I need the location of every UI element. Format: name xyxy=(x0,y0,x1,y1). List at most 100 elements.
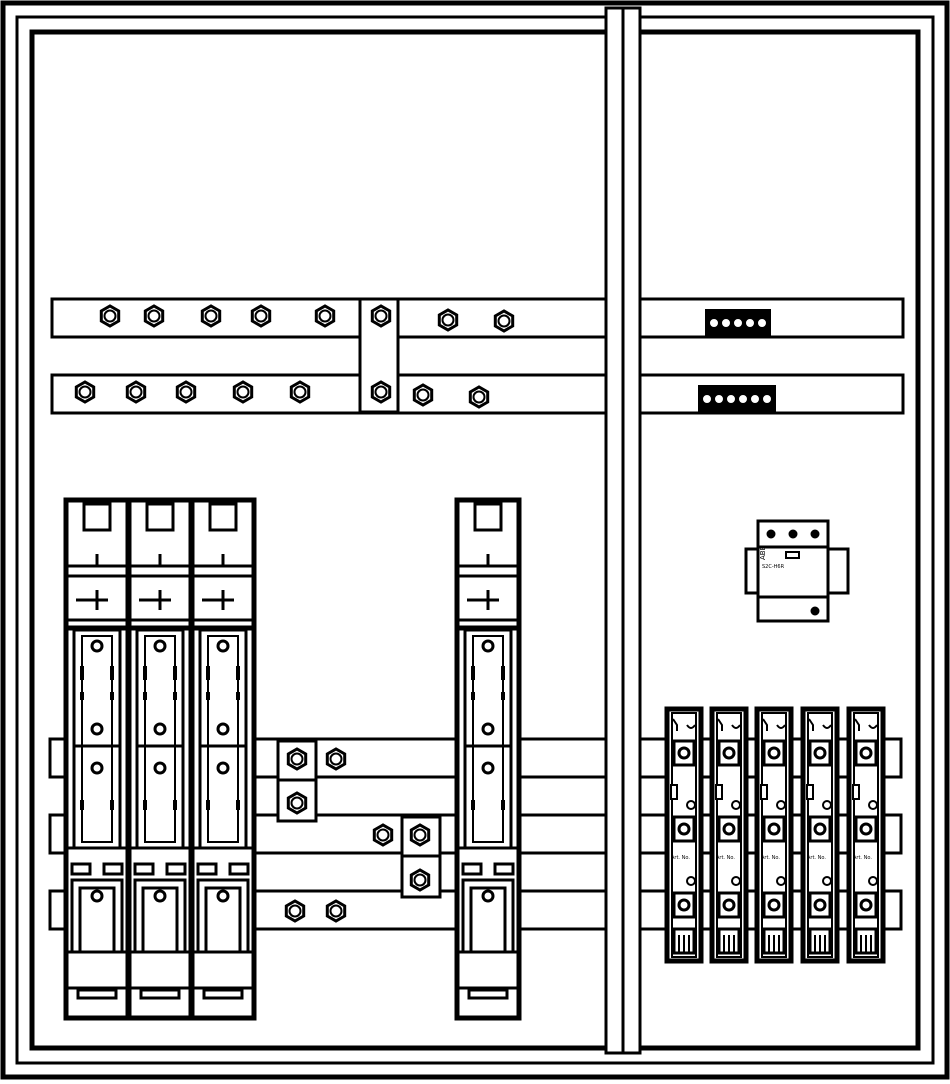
upper-bolt-9 xyxy=(74,380,96,404)
lower-bolt-2-washer xyxy=(329,752,343,766)
fuse-switch-3 xyxy=(189,497,257,1021)
fuse-base-1: Art. No. xyxy=(664,706,704,964)
upper-bolt-4-washer xyxy=(254,309,268,323)
fuse-base-5-latch xyxy=(852,784,860,800)
din-device-terminal-3 xyxy=(810,529,820,539)
fuse-base-4-contact-2 xyxy=(813,822,827,836)
lower-bolt-5 xyxy=(409,823,431,847)
upper-bolt-5-washer xyxy=(318,309,332,323)
upper-bolt-13 xyxy=(289,380,311,404)
fuse-base-2-contact-2 xyxy=(722,822,736,836)
lower-bolt-4-washer xyxy=(376,828,390,842)
terminal-block-2-screw-3 xyxy=(725,393,737,405)
terminal-block-1 xyxy=(705,309,771,337)
fuse-base-5-contact-2 xyxy=(859,822,873,836)
lower-bolt-5-washer xyxy=(413,828,427,842)
terminal-block-1-screw-2 xyxy=(720,317,732,329)
lower-bolt-6 xyxy=(409,868,431,892)
fuse-base-1-contact-1 xyxy=(677,746,691,760)
din-device-terminal-4 xyxy=(810,606,820,616)
fuse-base-4-caption: Art. No. xyxy=(807,855,826,861)
fuse-switch-4-bottom-contact xyxy=(481,889,495,903)
fuse-base-2: Art. No. xyxy=(709,706,749,964)
fuse-switch-1-foot xyxy=(76,988,118,1000)
fuse-switch-4-foot xyxy=(467,988,509,1000)
vertical-rail xyxy=(604,6,642,1055)
fuse-base-1-contact-3 xyxy=(677,898,691,912)
fuse-base-3-hook-r xyxy=(776,724,786,729)
lower-bolt-7-washer xyxy=(288,904,302,918)
fuse-switch-2-bottom-contact xyxy=(153,889,167,903)
fuse-base-4-latch xyxy=(806,784,814,800)
fuse-switch-2-fuse-link-inner xyxy=(144,635,176,843)
fuse-switch-3-contact-3 xyxy=(216,761,230,775)
fuse-switch-1-contact-1 xyxy=(90,639,104,653)
upper-bolt-3 xyxy=(200,304,222,328)
fuse-base-4-contact-3 xyxy=(813,898,827,912)
fuse-switch-4-tab-left xyxy=(461,862,483,876)
upper-bolt-7 xyxy=(437,308,459,332)
upper-bolt-1-washer xyxy=(103,309,117,323)
upper-bolt-14 xyxy=(370,380,392,404)
fuse-switch-3-top-terminal xyxy=(208,502,238,532)
terminal-block-2-screw-5 xyxy=(749,393,761,405)
upper-bolt-9-washer xyxy=(78,385,92,399)
fuse-base-2-aux-1 xyxy=(731,800,741,810)
terminal-block-1-screw-5 xyxy=(756,317,768,329)
fuse-switch-4-tab-right xyxy=(493,862,515,876)
din-device-terminal-1 xyxy=(766,529,776,539)
terminal-blocks xyxy=(698,309,776,413)
lower-bolt-4 xyxy=(372,823,394,847)
fuse-base-2-contact-1 xyxy=(722,746,736,760)
fuse-base-5-hook-l xyxy=(854,718,860,731)
fuse-base-1-aux-2 xyxy=(686,876,696,886)
fuse-base-1-hook-r xyxy=(686,724,696,729)
fuse-switch-3-contact-2 xyxy=(216,722,230,736)
upper-bolt-8-washer xyxy=(497,314,511,328)
upper-bolt-4 xyxy=(250,304,272,328)
fuse-base-2-hook-l xyxy=(717,718,723,731)
fuse-base-2-contact-3 xyxy=(722,898,736,912)
upper-bolt-2-washer xyxy=(147,309,161,323)
lower-bolt-7 xyxy=(284,899,306,923)
fuse-base-4-aux-2 xyxy=(822,876,832,886)
upper-bolt-13-washer xyxy=(293,385,307,399)
fuse-base-3-caption: Art. No. xyxy=(761,855,780,861)
fuse-base-5-contact-3 xyxy=(859,898,873,912)
fuse-switch-3-bottom-contact xyxy=(216,889,230,903)
fuse-switch-3-tab-left xyxy=(196,862,218,876)
fuse-switch-2-top-terminal xyxy=(145,502,175,532)
fuse-switch-1-contact-3 xyxy=(90,761,104,775)
fuse-switch-2-tab-right xyxy=(165,862,187,876)
lower-bolt-1-washer xyxy=(290,752,304,766)
upper-bolt-3-washer xyxy=(204,309,218,323)
fuse-base-3: Art. No. xyxy=(754,706,794,964)
fuse-base-4-contact-1 xyxy=(813,746,827,760)
fuse-base-2-aux-2 xyxy=(731,876,741,886)
fuse-switch-3-foot xyxy=(202,988,244,1000)
lower-bolt-2 xyxy=(325,747,347,771)
fuse-switch-3-tab-right xyxy=(228,862,250,876)
fuse-base-5-hook-r xyxy=(868,724,878,729)
upper-bolt-15-washer xyxy=(416,388,430,402)
terminal-block-2-screw-6 xyxy=(761,393,773,405)
upper-bolt-1 xyxy=(99,304,121,328)
fuse-base-4-aux-1 xyxy=(822,800,832,810)
fuse-base-3-contact-3 xyxy=(767,898,781,912)
upper-bolt-16 xyxy=(468,385,490,409)
fuse-switch-1-top-terminal xyxy=(82,502,112,532)
fuse-base-5-aux-2 xyxy=(868,876,878,886)
fuse-base-3-hook-l xyxy=(762,718,768,731)
fuse-base-4: Art. No. xyxy=(800,706,840,964)
fuse-base-5-caption: Art. No. xyxy=(853,855,872,861)
terminal-block-2 xyxy=(698,385,776,413)
fuse-base-1-caption: Art. No. xyxy=(671,855,690,861)
fuse-switch-4-fuse-link-inner xyxy=(472,635,504,843)
fuse-base-3-contact-2 xyxy=(767,822,781,836)
lower-bolt-3-washer xyxy=(290,796,304,810)
din-device-caption: S2C-H6R xyxy=(762,564,785,570)
fuse-base-5-contact-1 xyxy=(859,746,873,760)
terminal-block-1-screw-1 xyxy=(708,317,720,329)
